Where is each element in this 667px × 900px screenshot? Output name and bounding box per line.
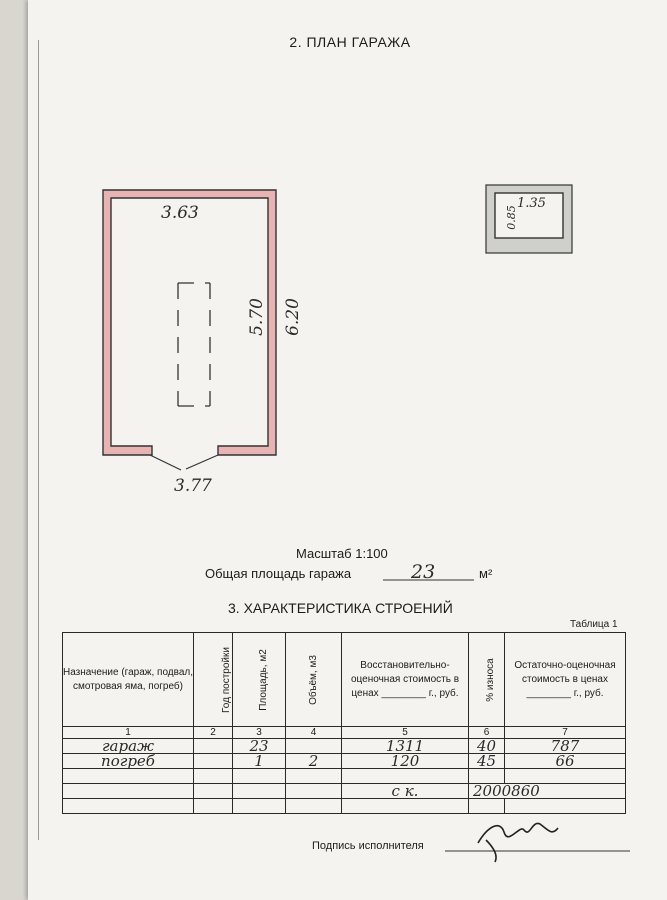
header-area-text: Площадь, м2 [257,648,269,711]
cell-empty [285,768,342,784]
header-purpose: Назначение (гараж, подвал, смотровая яма… [62,632,194,727]
table-row-total: с к. 2000860 [62,783,626,799]
dim-width-top: 3.63 [161,203,199,223]
dim-width-bottom: 3.77 [174,476,212,496]
cell-replacement-cost: 120 [341,753,469,769]
table-row-cellar: погреб 1 2 120 45 66 [62,753,626,769]
plan-title: 2. ПЛАН ГАРАЖА [289,34,411,50]
header-wear: % износа [468,632,505,727]
header-year: Год постройки [193,632,233,727]
cell-replacement-cost: 1311 [341,738,469,754]
cell-empty [193,768,233,784]
cell-empty [232,783,286,799]
cell-empty [62,768,194,784]
header-area: Площадь, м2 [232,632,286,727]
table-header-row: Назначение (гараж, подвал, смотровая яма… [62,632,626,727]
cell-total-value: 2000860 [468,783,626,799]
header-year-text: Год постройки [220,646,232,713]
cell-empty [193,783,233,799]
inspection-pit-outline [177,282,211,407]
cell-empty [285,798,342,814]
header-replacement-cost: Восстановительно-оценочная стоимость в ц… [341,632,469,727]
signature-label: Подпись исполнителя [312,840,424,852]
section-title: 3. ХАРАКТЕРИСТИКА СТРОЕНИЙ [228,600,453,616]
garage-walls [102,189,277,456]
table-row-empty [62,798,626,814]
col-number: 4 [285,726,342,739]
col-number: 2 [193,726,233,739]
cell-purpose: погреб [62,753,194,769]
cell-residual-cost: 66 [504,753,626,769]
cell-empty [341,798,469,814]
table-label: Таблица 1 [570,619,618,630]
cell-empty [285,783,342,799]
cellar-plan [485,184,573,254]
area-label: Общая площадь гаража [205,566,352,581]
cell-empty [232,798,286,814]
cell-wear: 45 [468,753,505,769]
cell-total-label: с к. [341,783,469,799]
dim-length-outer: 6.20 [282,298,303,336]
cell-year [193,753,233,769]
dim-length-inner: 5.70 [246,298,267,336]
cell-volume: 2 [285,753,342,769]
area-unit: м² [479,566,493,581]
cell-empty [232,768,286,784]
scale-label: Масштаб 1:100 [296,546,388,561]
cell-area: 1 [232,753,286,769]
garage-door-swing [149,454,219,471]
header-residual-cost: Остаточно-оценочная стоимость в ценах __… [504,632,626,727]
cell-empty [62,798,194,814]
cell-empty [504,798,626,814]
table-row-empty [62,768,626,784]
cell-year [193,738,233,754]
table-number-row: 1 2 3 4 5 6 7 [62,726,626,739]
header-volume-text: Объём, м3 [307,654,319,705]
cell-empty [468,798,505,814]
cell-empty [62,783,194,799]
header-volume: Объём, м3 [285,632,342,727]
header-wear-text: % износа [484,657,496,702]
characteristics-table: Назначение (гараж, подвал, смотровая яма… [62,632,626,814]
page-fold-line [38,40,39,840]
area-value: 23 [411,561,436,583]
dim-cellar-a: 0.85 [504,205,518,230]
dim-cellar-b: 1.35 [517,196,546,211]
cell-empty [193,798,233,814]
signature-mark [477,822,559,863]
